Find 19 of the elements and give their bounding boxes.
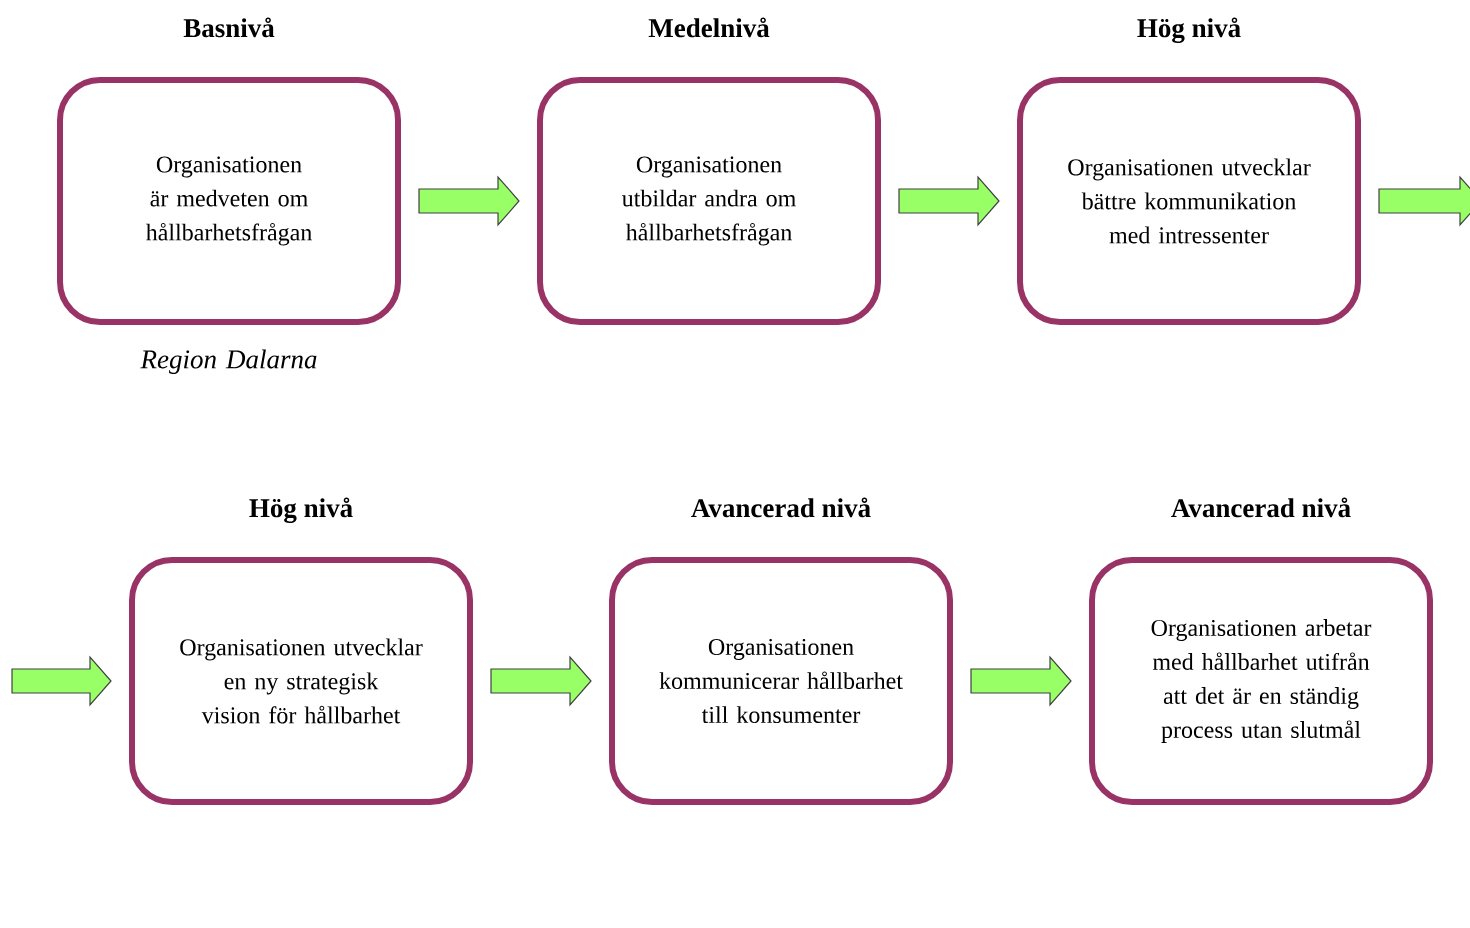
level-heading: Avancerad nivå [691, 497, 871, 518]
level-heading: Basnivå [183, 17, 275, 38]
process-box: Organisationen utvecklar bättre kommunikation med intressenter [1017, 77, 1361, 325]
process-box: Organisationen kommunicerar hållbarhet till konsumenter [609, 557, 953, 805]
organization-name: Region Dalarna [140, 349, 317, 374]
process-box: Organisationen utbildar andra om hållbarhetsfrågan [537, 77, 881, 325]
block-arrow [490, 655, 592, 707]
process-box: Organisationen är medveten om hållbarhetsfrågan [57, 77, 401, 325]
process-box: Organisationen arbetar med hållbarhet utifrån att det är en ständig process utan slutmål [1089, 557, 1433, 805]
process-box: Organisationen utvecklar en ny strategisk vision för hållbarhet [129, 557, 473, 805]
block-arrow [898, 175, 1000, 227]
level-heading: Hög nivå [249, 497, 353, 523]
level-heading: Hög nivå [1137, 17, 1241, 43]
block-arrow [418, 175, 520, 227]
level-heading: Medelnivå [648, 17, 770, 38]
block-arrow [11, 655, 112, 707]
level-heading: Avancerad nivå [1171, 497, 1351, 518]
block-arrow [1378, 175, 1470, 227]
block-arrow [970, 655, 1072, 707]
